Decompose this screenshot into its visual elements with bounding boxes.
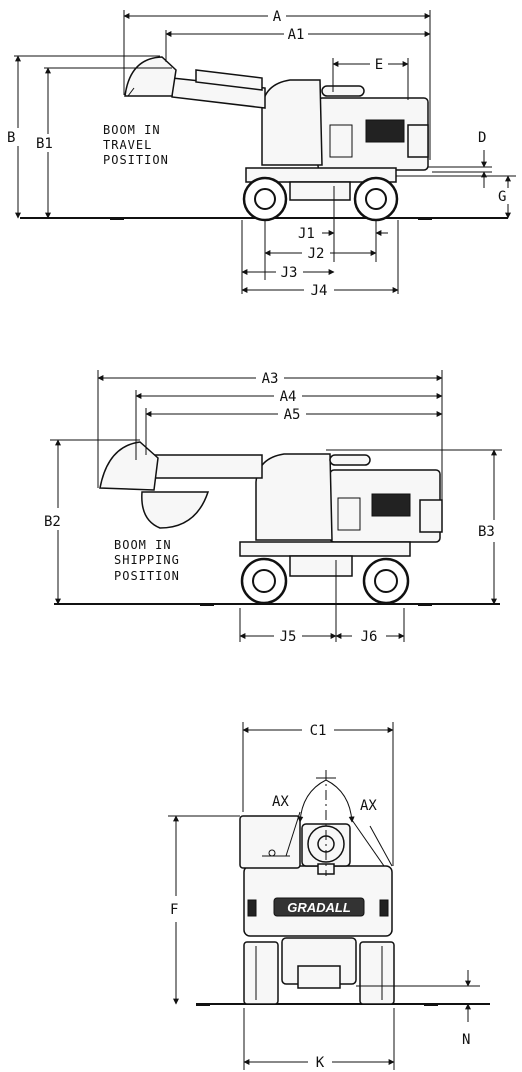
label-A4: A4 xyxy=(280,389,297,405)
label-K: K xyxy=(316,1055,325,1071)
machine-side-view-travel xyxy=(124,56,429,222)
machine-front-view: GRADALL xyxy=(239,815,395,1005)
label-J6: J6 xyxy=(361,629,378,645)
label-AX-left: AX xyxy=(272,794,289,810)
label-A5: A5 xyxy=(284,407,301,423)
label-AX-right: AX xyxy=(360,798,377,814)
label-D: D xyxy=(478,130,486,146)
label-F: F xyxy=(170,902,178,918)
label-J5: J5 xyxy=(280,629,297,645)
label-C1: C1 xyxy=(310,723,327,739)
label-J4: J4 xyxy=(311,283,328,299)
label-J3: J3 xyxy=(281,265,298,281)
machine-side-view-shipping xyxy=(99,441,443,605)
label-B1: B1 xyxy=(36,136,53,152)
note-line-3: POSITION xyxy=(114,569,180,583)
note-line-1: BOOM IN xyxy=(114,538,172,552)
label-N: N xyxy=(462,1032,470,1048)
label-J2: J2 xyxy=(308,246,325,262)
note-line-2: TRAVEL xyxy=(103,138,152,152)
note-line-1: BOOM IN xyxy=(103,123,161,137)
label-A: A xyxy=(273,9,282,25)
label-A1: A1 xyxy=(288,27,305,43)
label-B2: B2 xyxy=(44,514,61,530)
label-B3: B3 xyxy=(478,524,495,540)
view-shipping-position: A3 A4 A5 B2 B3 BOOM IN SHIPPING POSITION… xyxy=(44,370,502,645)
label-A3: A3 xyxy=(262,371,279,387)
view-travel-position: A A1 E B B1 BOOM IN TRAVEL POSITION D xyxy=(7,9,516,299)
label-J1: J1 xyxy=(298,226,315,242)
note-line-2: SHIPPING xyxy=(114,553,180,567)
gradall-logo: GRADALL xyxy=(287,900,351,915)
label-G: G xyxy=(498,189,506,205)
label-E: E xyxy=(375,57,383,73)
note-line-3: POSITION xyxy=(103,153,169,167)
label-B: B xyxy=(7,130,15,146)
view-front: GRADALL C1 AX AX xyxy=(168,722,490,1071)
